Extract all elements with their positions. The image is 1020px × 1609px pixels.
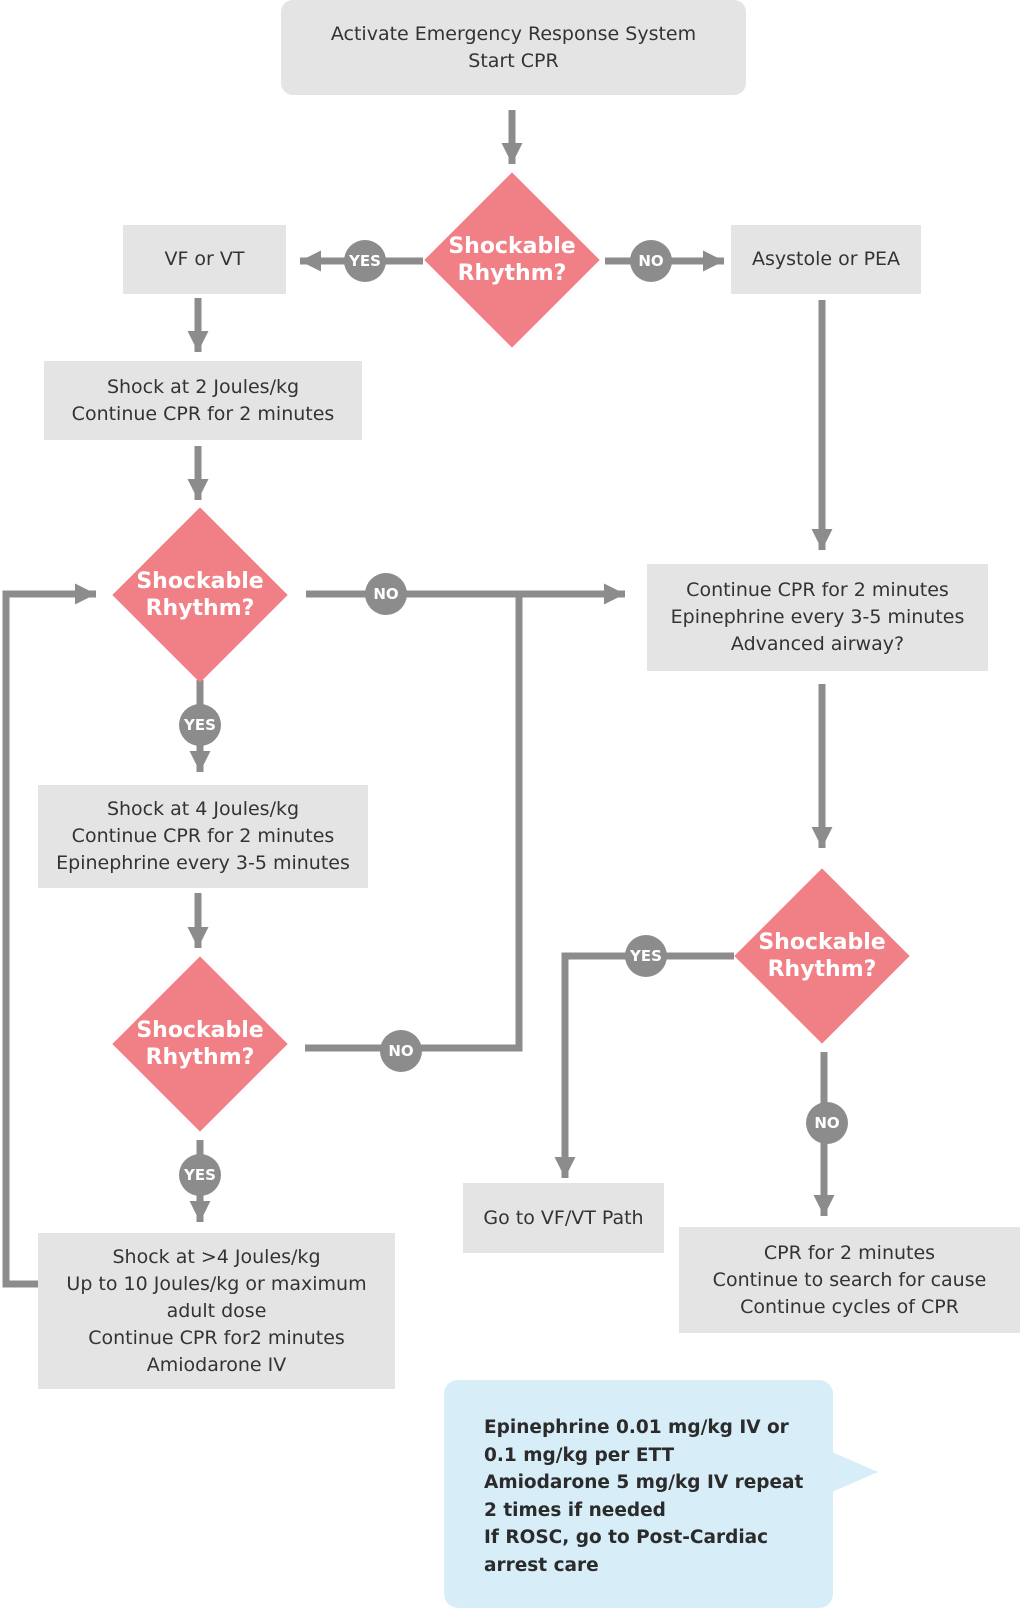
epinephrine-line: Continue CPR for 2 minutes: [686, 579, 949, 601]
shock-max-line: Amiodarone IV: [146, 1353, 287, 1376]
cpr-cause-line: Continue to search for cause: [712, 1268, 987, 1291]
shock-4-line: Epinephrine every 3-5 minutes: [56, 852, 350, 874]
yes-badge: YES: [179, 704, 221, 746]
yes-badge: YES: [625, 935, 667, 977]
asystole-label: Asystole or PEA: [751, 248, 901, 270]
shock-4-line: Shock at 4 Joules/kg: [106, 798, 300, 820]
start-box-line: Start CPR: [468, 49, 559, 72]
cpr-cause-line: CPR for 2 minutes: [763, 1241, 936, 1264]
shock-4-line: Continue CPR for 2 minutes: [71, 825, 335, 847]
epinephrine-box: Continue CPR for 2 minutes Epinephrine e…: [647, 564, 988, 671]
shock-2-box: Shock at 2 Joules/kg Continue CPR for 2 …: [44, 361, 362, 440]
shock-max-line: adult dose: [166, 1299, 267, 1322]
shock-max-line: Up to 10 Joules/kg or maximum: [66, 1272, 367, 1295]
decision-left-1: Shockable Rhythm?: [112, 507, 288, 683]
callout-line: Epinephrine 0.01 mg/kg IV or: [484, 1417, 789, 1438]
decision-label-line: Shockable: [136, 569, 264, 594]
callout-tail: [832, 1452, 878, 1492]
shock-2-line: Shock at 2 Joules/kg: [106, 375, 300, 398]
epinephrine-line: Advanced airway?: [730, 633, 905, 655]
yes-badge: YES: [179, 1154, 221, 1196]
decision-label-line: Rhythm?: [767, 957, 877, 982]
shock-max-line: Shock at >4 Joules/kg: [112, 1245, 321, 1268]
decision-label-line: Rhythm?: [145, 1045, 255, 1070]
vfvt-path-box: Go to VF/VT Path: [463, 1183, 664, 1253]
shock-2-line: Continue CPR for 2 minutes: [71, 402, 335, 425]
dosage-callout: Epinephrine 0.01 mg/kg IV or 0.1 mg/kg p…: [444, 1380, 833, 1608]
decision-label-line: Rhythm?: [457, 261, 567, 286]
decision-label: Shockable Rhythm?: [424, 172, 600, 348]
cpr-cause-box: CPR for 2 minutes Continue to search for…: [679, 1227, 1020, 1333]
arrow-right-yes-to-vfvt-path: [554, 952, 734, 1178]
callout-line: 0.1 mg/kg per ETT: [484, 1444, 675, 1466]
decision-label: Shockable Rhythm?: [112, 507, 288, 683]
epinephrine-line: Epinephrine every 3-5 minutes: [670, 606, 965, 628]
decision-label: Shockable Rhythm?: [734, 868, 910, 1044]
decision-label-line: Shockable: [758, 930, 886, 955]
shock-max-line: Continue CPR for2 minutes: [88, 1326, 345, 1349]
callout-line: arrest care: [484, 1554, 599, 1576]
decision-right: Shockable Rhythm?: [734, 868, 910, 1044]
asystole-box: Asystole or PEA: [731, 225, 921, 294]
cpr-cause-line: Continue cycles of CPR: [740, 1295, 959, 1318]
arrow-loop-back-to-decision1: [2, 583, 96, 1288]
decision-label-line: Shockable: [136, 1018, 264, 1043]
shock-4-box: Shock at 4 Joules/kg Continue CPR for 2 …: [38, 785, 368, 888]
decision-label-line: Shockable: [448, 234, 576, 259]
start-box: Activate Emergency Response System Start…: [281, 0, 746, 95]
decision-top: Shockable Rhythm?: [424, 172, 600, 348]
no-badge: NO: [380, 1030, 422, 1072]
decision-left-2: Shockable Rhythm?: [112, 956, 288, 1132]
callout-line: Amiodarone 5 mg/kg IV repeat: [484, 1472, 804, 1493]
callout-line: If ROSC, go to Post-Cardiac: [484, 1527, 769, 1548]
decision-label-line: Rhythm?: [145, 596, 255, 621]
vfvt-path-label: Go to VF/VT Path: [483, 1206, 644, 1229]
vf-vt-label: VF or VT: [164, 248, 245, 270]
no-badge: NO: [365, 573, 407, 615]
vf-vt-box: VF or VT: [123, 225, 286, 294]
shock-max-box: Shock at >4 Joules/kg Up to 10 Joules/kg…: [38, 1233, 395, 1389]
line-decision2-no-to-junction: [305, 594, 523, 1052]
callout-line: 2 times if needed: [484, 1499, 666, 1521]
no-badge: NO: [806, 1102, 848, 1144]
decision-label: Shockable Rhythm?: [112, 956, 288, 1132]
no-badge: NO: [630, 240, 672, 282]
yes-badge: YES: [344, 240, 386, 282]
start-box-line: Activate Emergency Response System: [330, 22, 697, 45]
